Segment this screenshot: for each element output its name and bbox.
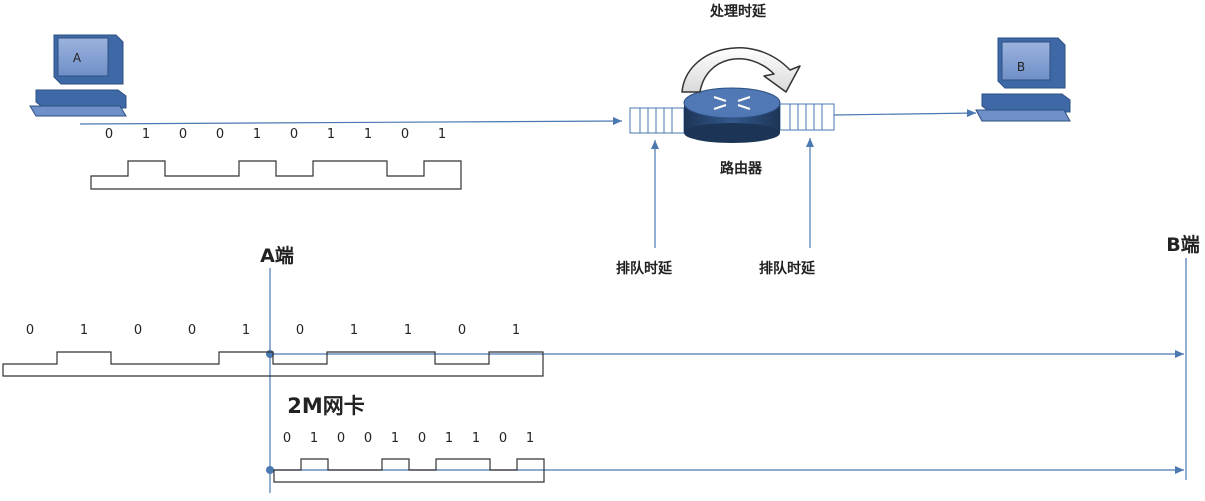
top-waveform (90, 160, 462, 190)
bit-label: 0 (105, 127, 113, 142)
queuing-delay-label-left: 排队时延 (616, 260, 673, 277)
bit-label: 0 (499, 431, 507, 446)
bit-label: 1 (404, 323, 412, 338)
link-router-to-b (833, 109, 977, 118)
endpoint-a-label: A端 (260, 244, 294, 267)
computer-a-icon: A (29, 34, 127, 117)
bit-label: 1 (472, 431, 480, 446)
bit-label: 1 (350, 323, 358, 338)
bit-label: 0 (179, 127, 187, 142)
middle-waveform (2, 351, 544, 377)
bit-label: 0 (418, 431, 426, 446)
bit-label: 0 (337, 431, 345, 446)
bit-label: 1 (253, 127, 261, 142)
bit-label: 1 (242, 323, 250, 338)
bit-label: 0 (364, 431, 372, 446)
computer-b-icon: B (975, 37, 1071, 122)
bit-label: 0 (134, 323, 142, 338)
output-queue-icon (779, 103, 835, 131)
bit-label: 0 (26, 323, 34, 338)
computer-a-label: A (73, 51, 82, 65)
router-icon (683, 87, 781, 143)
bit-label: 1 (526, 431, 534, 446)
router-label: 路由器 (720, 160, 763, 177)
processing-delay-label: 处理时延 (709, 3, 767, 20)
bit-label: 0 (188, 323, 196, 338)
link-a-to-router (79, 117, 623, 126)
bit-label: 1 (438, 127, 446, 142)
bit-label: 1 (364, 127, 372, 142)
bit-label: 1 (445, 431, 453, 446)
bit-label: 1 (512, 323, 520, 338)
bit-label: 1 (142, 127, 150, 142)
bit-label: 1 (310, 431, 318, 446)
nic-label: 2M网卡 (287, 394, 365, 418)
bit-label: 0 (458, 323, 466, 338)
bit-label: 0 (283, 431, 291, 446)
bottom-timeline-start-dot (266, 466, 274, 474)
bit-label: 0 (296, 323, 304, 338)
bottom-bit-labels: 0 1 0 0 1 0 1 1 0 1 (283, 431, 534, 446)
queuing-delay-label-right: 排队时延 (759, 260, 816, 277)
bit-label: 1 (327, 127, 335, 142)
input-queue-icon (629, 107, 685, 134)
endpoint-b-label: B端 (1166, 233, 1199, 256)
middle-bit-labels: 0 1 0 0 1 0 1 1 0 1 (26, 323, 520, 338)
bit-label: 0 (216, 127, 224, 142)
processing-delay-arrow-icon (681, 47, 801, 93)
computer-b-label: B (1017, 60, 1025, 74)
bit-label: 0 (401, 127, 409, 142)
bit-label: 1 (80, 323, 88, 338)
bit-label: 0 (290, 127, 298, 142)
bottom-waveform (273, 458, 545, 483)
top-bit-labels: 0 1 0 0 1 0 1 1 0 1 (105, 127, 446, 142)
bit-label: 1 (391, 431, 399, 446)
